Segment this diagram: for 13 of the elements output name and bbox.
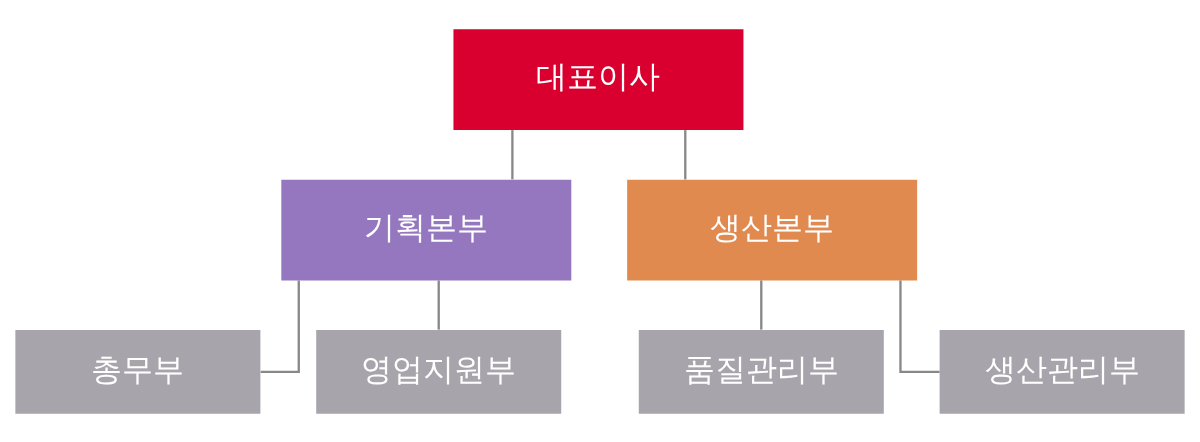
node-box: 생산관리부 (939, 329, 1185, 414)
node-box: 총무부 (15, 329, 261, 414)
node-box: 기획본부 (281, 179, 572, 280)
node-box: 영업지원부 (316, 329, 562, 414)
connector (437, 279, 440, 330)
connector (684, 129, 687, 179)
connector (760, 279, 763, 330)
connector (511, 129, 514, 179)
node-box: 품질관리부 (638, 329, 884, 414)
node-box: 생산본부 (627, 179, 918, 280)
node-box: 대표이사 (453, 28, 744, 130)
connector (899, 279, 940, 373)
connector (260, 279, 300, 373)
